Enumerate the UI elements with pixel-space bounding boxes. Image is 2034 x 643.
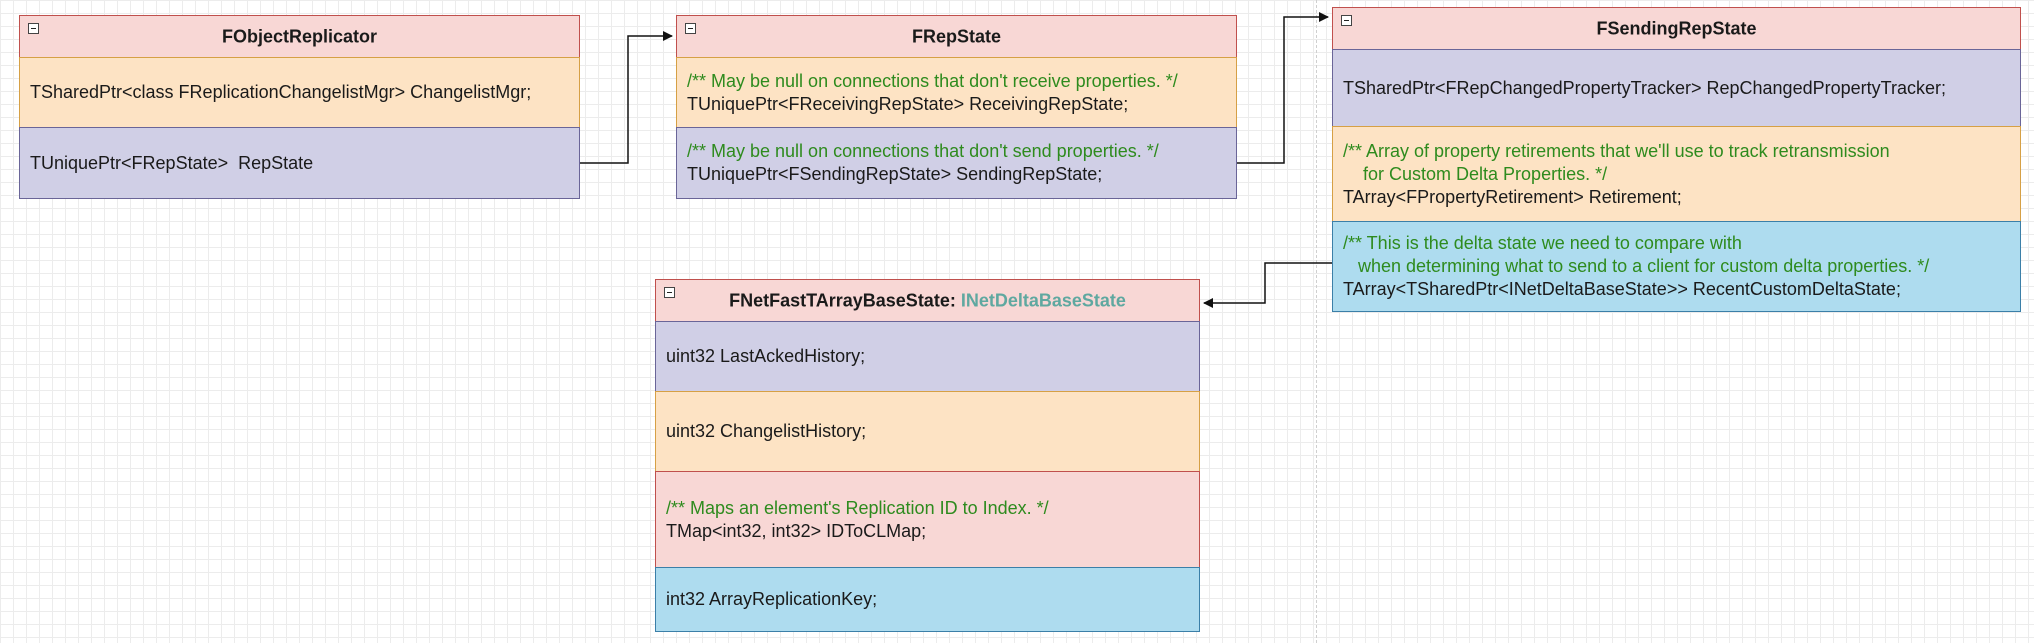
collapse-icon[interactable] (1341, 15, 1352, 26)
base-class-name: INetDeltaBaseState (960, 290, 1126, 310)
field-code: TArray<TSharedPtr<INetDeltaBaseState>> R… (1343, 279, 1901, 299)
field-comment: /** Maps an element's Replication ID to … (666, 497, 1049, 518)
class-title: FObjectReplicator (221, 26, 378, 46)
field-comment: /** May be null on connections that don'… (687, 70, 1178, 91)
class-header[interactable]: FSendingRepState (1332, 7, 2021, 50)
field-row[interactable]: int32 ArrayReplicationKey; (655, 567, 1200, 632)
class-title: FSendingRepState (1596, 18, 1757, 38)
class-title: FRepState (911, 26, 1001, 46)
collapse-icon[interactable] (28, 23, 39, 34)
field-comment: /** This is the delta state we need to c… (1343, 233, 1742, 253)
class-header[interactable]: FRepState (676, 15, 1237, 58)
field-code: int32 ArrayReplicationKey; (666, 589, 878, 609)
field-row[interactable]: uint32 ChangelistHistory; (655, 391, 1200, 472)
class-name: FNetFastTArrayBaseState: (729, 290, 961, 310)
class-header[interactable]: FNetFastTArrayBaseState: INetDeltaBaseSt… (655, 279, 1200, 322)
field-code: TUniquePtr<FRepState> RepState (30, 152, 314, 173)
field-comment: when determining what to send to a clien… (1343, 256, 1930, 276)
field-code: TUniquePtr<FReceivingRepState> Receiving… (687, 93, 1129, 114)
collapse-icon[interactable] (685, 23, 696, 34)
field-row[interactable]: /** Array of property retirements that w… (1332, 126, 2021, 222)
field-row[interactable]: TUniquePtr<FRepState> RepState (19, 127, 580, 199)
field-comment: /** May be null on connections that don'… (687, 141, 1159, 161)
field-code: uint32 LastAckedHistory; (666, 346, 866, 366)
class-box-fobjectreplicator[interactable]: FObjectReplicator TSharedPtr<class FRepl… (19, 15, 580, 199)
field-comment: /** Array of property retirements that w… (1343, 140, 1890, 161)
field-row[interactable]: /** May be null on connections that don'… (676, 127, 1237, 199)
field-comment: for Custom Delta Properties. */ (1343, 163, 1608, 184)
field-row[interactable]: TSharedPtr<class FReplicationChangelistM… (19, 57, 580, 128)
field-code: uint32 ChangelistHistory; (666, 421, 867, 441)
field-code: TMap<int32, int32> IDToCLMap; (666, 520, 927, 541)
class-box-fnetfasttarraybasestate[interactable]: FNetFastTArrayBaseState: INetDeltaBaseSt… (655, 279, 1200, 632)
collapse-icon[interactable] (664, 287, 675, 298)
page-boundary-line (1316, 0, 1317, 643)
field-row[interactable]: /** Maps an element's Replication ID to … (655, 471, 1200, 568)
field-code: TArray<FPropertyRetirement> Retirement; (1343, 186, 1682, 207)
field-row[interactable]: /** May be null on connections that don'… (676, 57, 1237, 128)
field-code: TSharedPtr<class FReplicationChangelistM… (30, 82, 532, 102)
field-row[interactable]: TSharedPtr<FRepChangedPropertyTracker> R… (1332, 49, 2021, 127)
field-code: TSharedPtr<FRepChangedPropertyTracker> R… (1343, 77, 1946, 98)
field-row[interactable]: /** This is the delta state we need to c… (1332, 221, 2021, 312)
connector-arrow[interactable] (1203, 262, 1332, 308)
connector-arrow[interactable] (1237, 12, 1329, 164)
class-box-frepstate[interactable]: FRepState /** May be null on connections… (676, 15, 1237, 199)
class-box-fsendingrepstate[interactable]: FSendingRepState TSharedPtr<FRepChangedP… (1332, 7, 2021, 312)
connector-arrow[interactable] (580, 31, 673, 164)
class-title: FNetFastTArrayBaseState: INetDeltaBaseSt… (656, 290, 1199, 311)
field-code: TUniquePtr<FSendingRepState> SendingRepS… (687, 164, 1103, 184)
